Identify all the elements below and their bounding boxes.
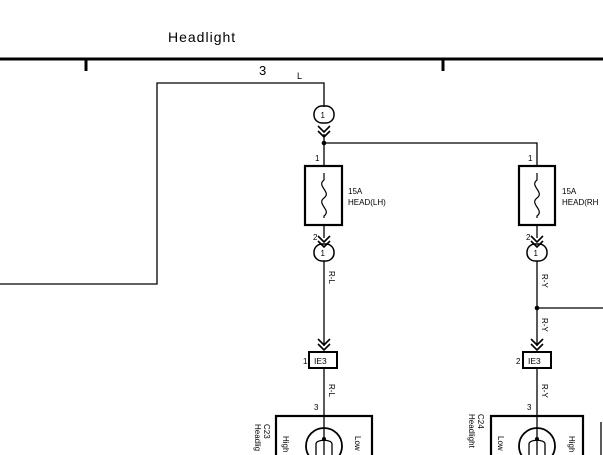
connector-rh-chevron (530, 338, 544, 352)
bus-wire-color: L (297, 71, 302, 81)
headlight-rh-contact-dot (535, 437, 539, 441)
wire-lh-color-1: R-L (327, 271, 336, 284)
connector-lh-label: IE3 (314, 356, 327, 366)
junction-connector-top (313, 105, 335, 124)
wire-rh-color-2: R-Y (540, 318, 549, 332)
bus-number: 3 (259, 63, 266, 78)
headlight-lh-name: Headlig (253, 424, 262, 451)
fuse-lh-name: HEAD(LH) (348, 198, 386, 207)
headlight-lh-code: C23 (262, 424, 271, 439)
junction-top-pin: 1 (321, 111, 326, 120)
headlight-lh-bulb-icon (305, 427, 343, 455)
fuse-rh-pin-top: 1 (528, 154, 533, 163)
connector-lh-box (308, 351, 338, 369)
junction-lh-pin: 1 (321, 249, 326, 258)
fuse-rh-element (534, 173, 540, 218)
fuse-rh-chevron (530, 235, 544, 249)
headlight-lh-high-label: High (281, 436, 290, 452)
wire-rh-color-3: R-Y (540, 384, 549, 398)
fuse-lh-element (321, 173, 327, 218)
headlight-rh-name: Headlight (467, 414, 476, 449)
fuse-lh-rating: 15A (348, 187, 363, 196)
fuse-rh-name: HEAD(RH (562, 198, 599, 207)
headlight-lh-body (274, 414, 374, 455)
feed-wire-left (0, 82, 325, 285)
headlight-rh-body (489, 414, 585, 455)
fuse-rh-rating: 15A (562, 187, 577, 196)
junction-rh-pin: 1 (534, 249, 539, 258)
wire-lh-color-2: R-L (327, 384, 336, 397)
headlight-lh-pin: 3 (314, 403, 319, 412)
headlight-rh-high-label: High (567, 436, 576, 452)
wire-rh-color-1: R-Y (540, 274, 549, 288)
diagram-title: Headlight (168, 29, 236, 45)
wire-branch-right (324, 142, 538, 166)
fuse-rh-pin-bottom: 2 (526, 233, 531, 242)
headlight-lh-low-label: Low (353, 436, 362, 451)
headlight-rh-low-label: Low (496, 436, 505, 451)
headlight-lh-contact-dot (322, 437, 326, 441)
fuse-lh-pin-bottom: 2 (313, 233, 318, 242)
headlight-rh-pin: 3 (527, 403, 532, 412)
fuse-lh-chevron (317, 235, 331, 249)
connector-rh-pin: 2 (516, 357, 521, 366)
fuse-lh-pin-top: 1 (315, 154, 320, 163)
headlight-rh-code: C24 (476, 414, 485, 429)
headlight-rh-bulb-icon (518, 427, 556, 455)
connector-lh-pin: 1 (303, 357, 308, 366)
connector-rh-label: IE3 (528, 356, 541, 366)
connector-lh-chevron (317, 338, 331, 352)
